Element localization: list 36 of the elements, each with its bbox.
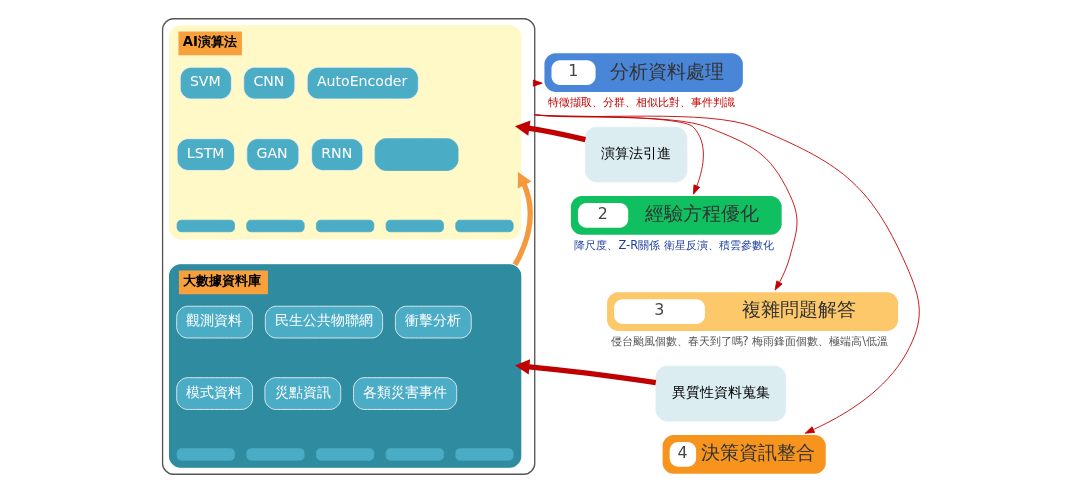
node-box: 2 經驗方程優化: [570, 196, 782, 235]
node-bar: [455, 448, 514, 461]
node-label: 特徵擷取、分群、相似比對、事件判識: [547, 95, 735, 110]
arrow: [512, 172, 533, 267]
arrow: [515, 120, 587, 143]
arrow: [534, 114, 920, 434]
node-box: GAN: [246, 138, 300, 171]
node-bar: [455, 219, 514, 233]
node-box: 衝擊分析: [394, 305, 472, 339]
node-box: 演算法引進: [585, 126, 688, 183]
node-box: 觀測資料: [176, 305, 253, 339]
node-box: RNN: [311, 138, 364, 171]
node-box: 3 複雜問題解答: [607, 292, 899, 331]
node-box: 各類災害事件: [353, 377, 458, 410]
node-box: LSTM: [176, 138, 235, 171]
node-bar: [316, 219, 375, 233]
arrow: [514, 359, 657, 386]
node-bar: [246, 219, 305, 233]
node-box: [374, 138, 459, 171]
node-box: 災點資訊: [264, 377, 342, 410]
node-bar: [385, 219, 444, 233]
node-box: SVM: [179, 66, 232, 100]
node-bar: [246, 448, 305, 461]
node-box: 模式資料: [176, 377, 253, 410]
node-bar: [176, 448, 235, 461]
node-box: 1 分析資料處理: [544, 53, 743, 92]
node-bar: [316, 448, 375, 461]
node-box: 4 決策資訊整合: [662, 435, 826, 474]
node-bar: [176, 219, 235, 233]
node-label: 侵台颱風個數、春天到了嗎? 梅雨鋒面個數、極端高\低溫: [610, 334, 889, 349]
node-label: 降尺度、Z-R關係 衛星反演、積雲參數化: [574, 238, 774, 253]
node-bar: [385, 448, 444, 461]
node-box: AutoEncoder: [306, 66, 419, 100]
node-box: 異質性資料蒐集: [655, 365, 787, 422]
node-box: 民生公共物聯網: [264, 305, 384, 339]
node-box: CNN: [243, 66, 296, 100]
